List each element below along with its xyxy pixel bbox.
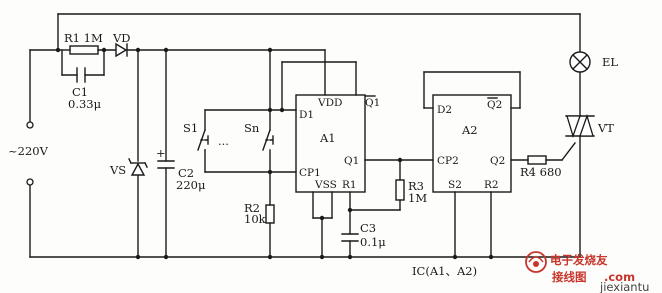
label-ic: IC(A1、A2) xyxy=(412,264,477,278)
label-q2: Q2 xyxy=(490,155,505,167)
resistor-r3 xyxy=(395,179,405,201)
watermark: 电子发烧友 接线图 .com jiexiantu xyxy=(525,251,649,293)
label-vss: VSS xyxy=(314,179,337,191)
label-d1: D1 xyxy=(299,109,314,121)
label-q1bar: Q1 xyxy=(365,97,380,109)
capacitor-c3 xyxy=(341,233,359,242)
lamp-el xyxy=(569,51,591,73)
label-r3-value: 1M xyxy=(408,191,427,205)
watermark-site-text: 接线图 xyxy=(552,270,587,284)
wires xyxy=(29,13,581,258)
supply-terminal-bottom xyxy=(26,178,34,186)
label-r4: R4 680 xyxy=(520,165,562,179)
labels: R1 1M VD C1 0.33μ ~220V VS + C2 220μ S1 … xyxy=(8,31,618,278)
junction-dots xyxy=(55,47,494,260)
switch-sn xyxy=(262,129,274,151)
label-supply: ~220V xyxy=(8,144,49,158)
label-c2-value: 220μ xyxy=(176,178,206,192)
label-dots: ··· xyxy=(218,137,229,151)
label-el: EL xyxy=(602,55,618,69)
watermark-url: jiexiantu xyxy=(599,280,649,293)
label-cp1: CP1 xyxy=(299,167,321,179)
watermark-domain: .com xyxy=(604,270,635,284)
label-s2: S2 xyxy=(448,179,462,191)
label-s1: S1 xyxy=(183,121,198,135)
label-sn: Sn xyxy=(244,121,260,135)
resistor-r4 xyxy=(527,155,547,165)
label-r2-value: 10k xyxy=(244,212,267,226)
label-q2bar: Q2 xyxy=(487,99,502,111)
label-c3: C3 xyxy=(360,221,376,235)
capacitor-c1 xyxy=(76,67,86,83)
label-r2-pin: R2 xyxy=(484,179,499,191)
label-c1-value: 0.33μ xyxy=(68,97,102,111)
resistor-r2 xyxy=(265,204,275,224)
switch-s1 xyxy=(197,129,209,151)
label-r1: R1 1M xyxy=(64,31,103,45)
label-vt: VT xyxy=(597,121,614,135)
supply-terminal-top xyxy=(26,121,34,129)
label-r2: R2 xyxy=(244,201,260,215)
label-cp2: CP2 xyxy=(437,155,459,167)
ic-a1 xyxy=(295,94,366,193)
label-r3: R3 xyxy=(408,179,424,193)
ic-a2 xyxy=(432,94,512,193)
label-c3-value: 0.1μ xyxy=(360,235,386,249)
watermark-logo-icon xyxy=(525,251,547,273)
label-c2: C2 xyxy=(178,166,194,180)
label-a1: A1 xyxy=(319,131,336,145)
label-c1: C1 xyxy=(72,85,88,99)
watermark-logo-text: 电子发烧友 xyxy=(550,253,608,267)
label-a2: A2 xyxy=(461,123,478,137)
label-q1: Q1 xyxy=(344,155,359,167)
diode-vd xyxy=(115,42,128,58)
capacitor-c2 xyxy=(157,160,175,169)
label-r1-pin: R1 xyxy=(342,179,357,191)
label-vd: VD xyxy=(112,31,131,45)
label-d2: D2 xyxy=(437,104,452,116)
label-plus: + xyxy=(156,146,166,160)
label-vs: VS xyxy=(109,163,126,177)
zener-diode-vs xyxy=(128,158,148,176)
triac-vt xyxy=(565,113,595,139)
resistor-r1 xyxy=(69,45,99,55)
label-vdd: VDD xyxy=(317,97,342,109)
